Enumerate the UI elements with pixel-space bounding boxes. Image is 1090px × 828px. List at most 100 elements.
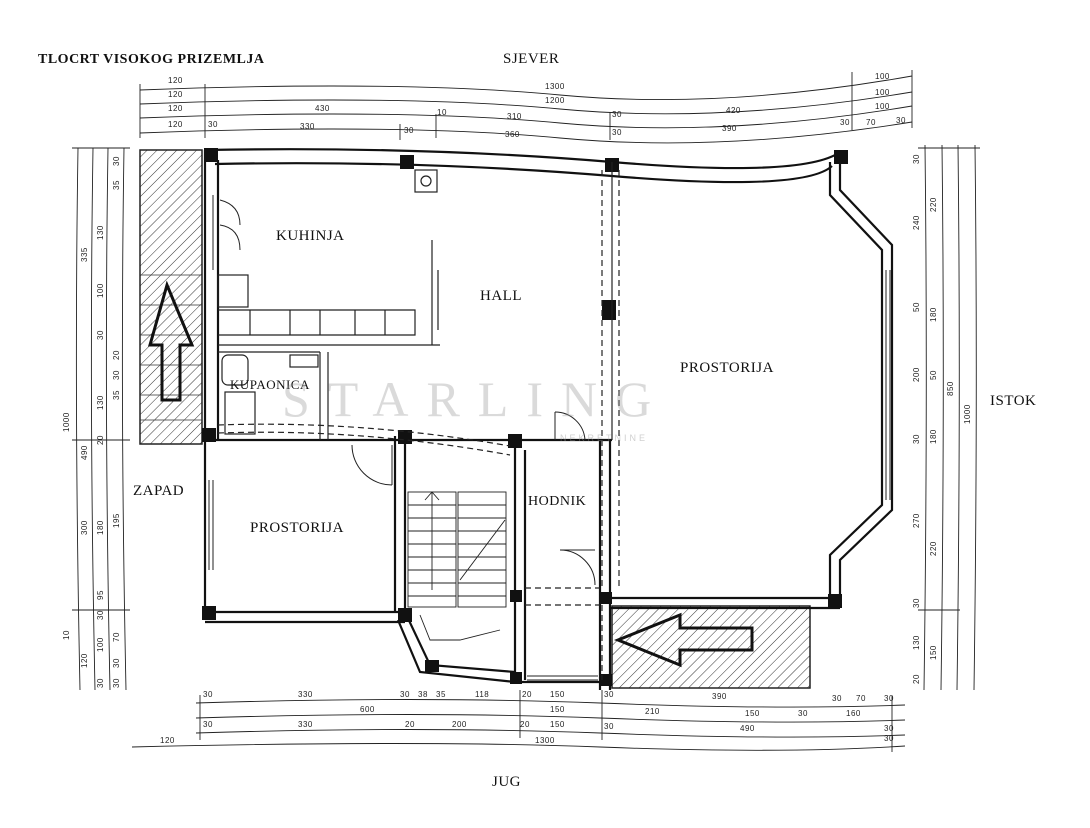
dim-label: 1300 [535,736,555,745]
dim-label: 195 [112,513,121,528]
dim-label: 160 [846,709,861,718]
dim-label: 220 [929,541,938,556]
dim-label: 310 [507,112,522,121]
dim-label: 20 [96,435,105,445]
dim-label: 120 [168,90,183,99]
dim-label: 850 [946,381,955,396]
dim-label: 50 [912,302,921,312]
dim-label: 50 [929,370,938,380]
dim-label: 30 [884,694,894,703]
dim-label: 30 [884,724,894,733]
dim-label: 10 [62,630,71,640]
dim-label: 390 [712,692,727,701]
dim-label: 30 [203,690,213,699]
dashed-openings [217,170,620,680]
watermark-sub: NEKRETNINE [560,433,649,443]
north-label: SJEVER [503,51,560,67]
dim-label: 120 [160,736,175,745]
dim-label: 150 [550,690,565,699]
dim-label: 130 [96,225,105,240]
dim-label: 30 [112,658,121,668]
dim-label: 20 [520,720,530,729]
dim-label: 70 [856,694,866,703]
dim-label: 30 [112,156,121,166]
dim-label: 30 [112,678,121,688]
dim-label: 270 [912,513,921,528]
windows [208,270,891,681]
dim-label: 95 [96,590,105,600]
dim-label: 30 [604,690,614,699]
staircase [407,491,507,641]
dim-label: 30 [912,434,921,444]
dim-label: 330 [300,122,315,131]
left-dimension-lines [72,147,130,691]
dim-label: 150 [550,705,565,714]
room-label-corridor: HODNIK [528,494,587,509]
outer-walls [203,148,894,690]
dim-label: 120 [168,76,183,85]
dim-label: 30 [400,690,410,699]
dim-label: 100 [875,88,890,97]
dim-label: 1300 [545,82,565,91]
dim-label: 30 [612,128,622,137]
dim-label: 1200 [545,96,565,105]
plan-title: TLOCRT VISOKOG PRIZEMLJA [38,52,265,67]
watermark: STARLING [282,371,670,427]
dim-label: 20 [112,350,121,360]
dim-label: 430 [315,104,330,113]
dim-label: 1000 [963,404,972,424]
dim-label: 335 [80,247,89,262]
room-label-kitchen: KUHINJA [276,228,345,244]
dim-label: 200 [912,367,921,382]
dim-label: 20 [912,674,921,684]
dim-label: 35 [112,180,121,190]
interior-partitions [217,162,613,440]
dim-label: 600 [360,705,375,714]
dim-label: 70 [112,632,121,642]
dim-label: 120 [168,104,183,113]
dim-label: 30 [840,118,850,127]
dim-label: 30 [96,610,105,620]
dim-label: 360 [505,130,520,139]
dim-label: 390 [722,124,737,133]
dim-label: 30 [884,734,894,743]
dim-label: 20 [522,690,532,699]
west-entrance-arrow [148,280,195,402]
dim-label: 150 [745,709,760,718]
dim-label: 30 [832,694,842,703]
dim-label: 120 [80,653,89,668]
dim-label: 30 [96,678,105,688]
dim-label: 120 [168,120,183,129]
east-label: ISTOK [990,393,1037,409]
dim-label: 30 [112,370,121,380]
dim-label: 30 [798,709,808,718]
dim-label: 30 [604,722,614,731]
dim-label: 118 [475,690,490,699]
doors [212,195,596,586]
dim-label: 330 [298,720,313,729]
dim-label: 35 [112,390,121,400]
west-terrace-steps [140,274,202,421]
dim-label: 240 [912,215,921,230]
dim-label: 70 [866,118,876,127]
dim-label: 1000 [62,412,71,432]
dim-label: 30 [96,330,105,340]
dim-label: 30 [896,116,906,125]
dim-label: 100 [875,102,890,111]
south-terrace-hatch [611,605,811,689]
dim-label: 30 [912,154,921,164]
room-label-east: PROSTORIJA [680,360,774,376]
dim-label: 150 [550,720,565,729]
dim-label: 180 [929,307,938,322]
dim-label: 130 [912,635,921,650]
dim-label: 300 [80,520,89,535]
dim-label: 100 [96,637,105,652]
dim-label: 130 [96,395,105,410]
south-entrance-arrow [613,612,754,668]
room-label-bathroom: KUPAONICA [230,377,310,392]
room-label-west: PROSTORIJA [250,520,344,536]
dim-label: 30 [203,720,213,729]
west-label: ZAPAD [133,483,185,499]
dim-label: 490 [740,724,755,733]
